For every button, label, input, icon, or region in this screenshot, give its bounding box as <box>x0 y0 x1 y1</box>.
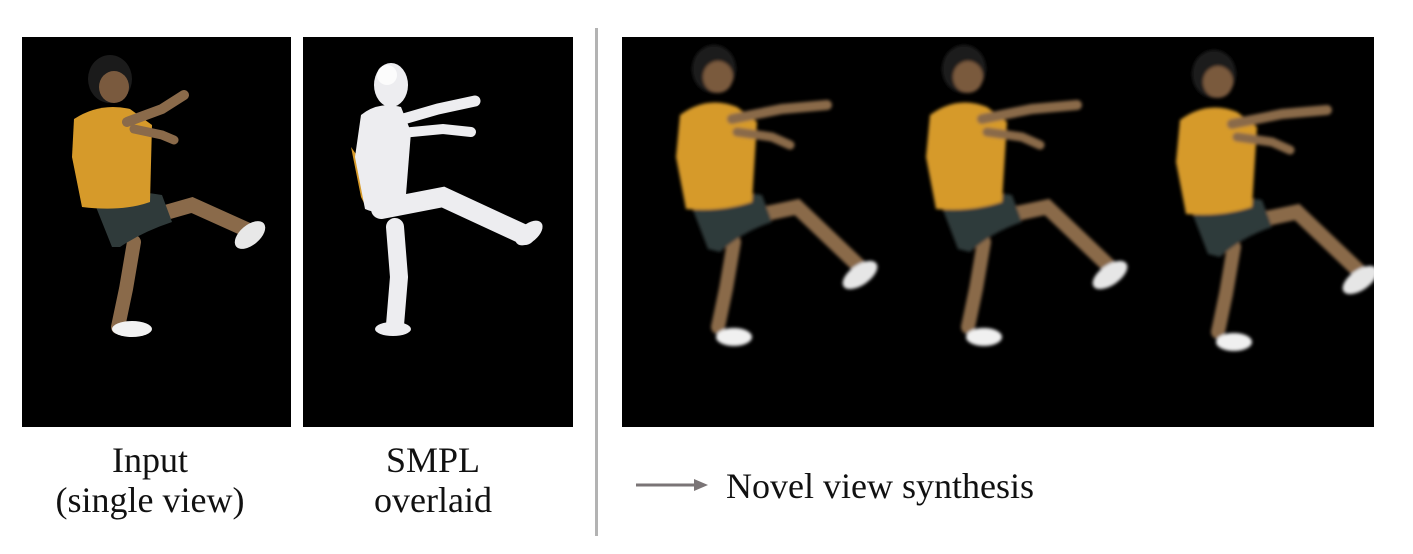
novel-view-frame-2 <box>926 45 1132 346</box>
smpl-caption-line-2: overlaid <box>374 480 492 520</box>
novel-view-frame-1 <box>676 45 882 346</box>
right-arrow-icon <box>636 479 708 491</box>
vertical-divider <box>595 28 598 536</box>
smpl-overlay-panel <box>303 37 573 427</box>
input-caption-line-1: Input <box>112 440 188 480</box>
novel-view-frames <box>622 37 1374 427</box>
novel-view-frame-3 <box>1176 50 1374 351</box>
input-caption-line-2: (single view) <box>55 480 245 520</box>
smpl-caption-line-1: SMPL <box>385 440 481 480</box>
novel-view-synthesis-panel <box>622 37 1374 427</box>
novel-view-caption: Novel view synthesis <box>726 466 1034 506</box>
input-image-panel <box>22 37 291 427</box>
smpl-caption: SMPL overlaid <box>303 440 563 520</box>
smpl-mesh-figure <box>351 63 543 336</box>
input-caption: Input (single view) <box>22 440 278 520</box>
person-kicking-figure <box>72 55 266 337</box>
